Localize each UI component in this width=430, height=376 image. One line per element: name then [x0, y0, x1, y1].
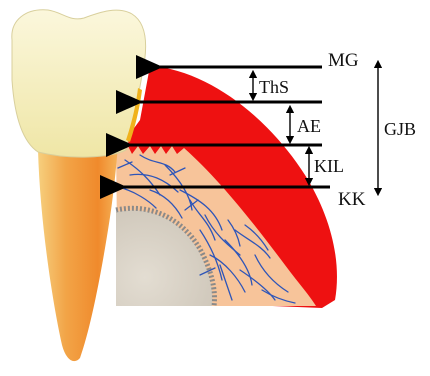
label-kk: KK	[338, 189, 366, 210]
tooth-crown	[12, 10, 146, 157]
tooth-root	[38, 145, 118, 361]
label-kil: KIL	[314, 156, 344, 176]
label-ths: ThS	[259, 77, 289, 97]
label-mg: MG	[328, 50, 359, 71]
label-gjb: GJB	[384, 119, 416, 139]
label-ae: AE	[297, 116, 321, 136]
